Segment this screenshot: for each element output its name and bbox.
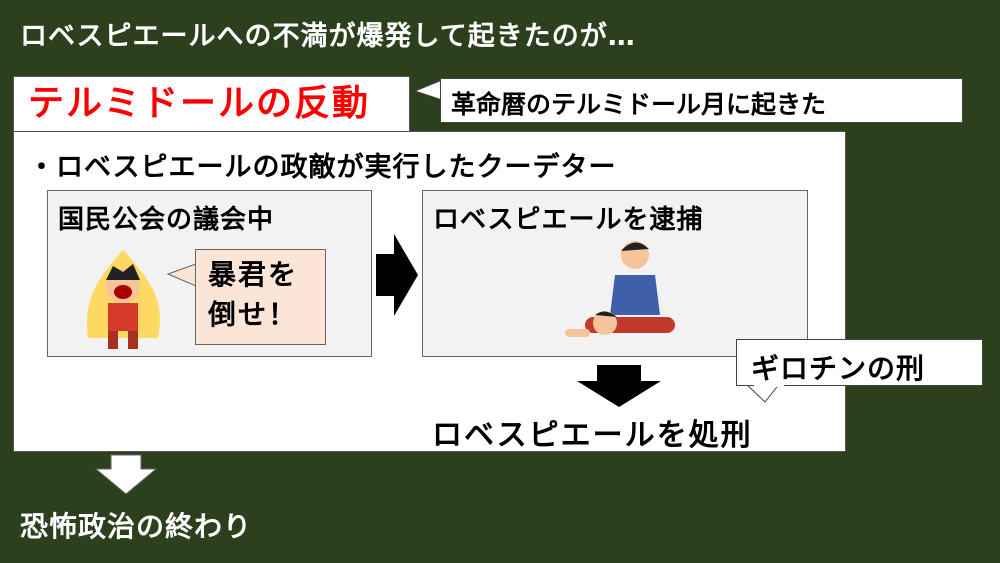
speech-bubble: 暴君を 倒せ！ [195,249,326,345]
conclusion-text: 恐怖政治の終わり [20,510,253,543]
speech-line-2: 倒せ！ [208,298,299,331]
step1-heading: 国民公会の議会中 [58,205,275,235]
step2-panel: ロベスピエールを逮捕 [422,190,808,357]
guillotine-callout: ギロチンの刑 [736,339,983,386]
guillotine-text: ギロチンの刑 [751,352,926,385]
arrest-illustration [565,241,675,337]
result-text: ロベスピエールを処刑 [432,418,753,453]
title-note-callout: 革命暦のテルミドール月に起きた [440,78,963,123]
title-text: テルミドールの反動 [28,83,371,124]
pointer-mask [754,384,784,387]
speech-line-1: 暴君を [208,258,299,291]
angry-man-illustration [87,250,160,349]
slide-headline: ロベスピエールへの不満が爆発して起きたのが… [20,21,636,52]
step2-heading: ロベスピエールを逮捕 [433,205,704,235]
bullet-text: ・ロベスピエールの政敵が実行したクーデター [28,152,617,183]
right-arrow-icon [376,234,418,316]
title-box: テルミドールの反動 [13,76,410,132]
title-note-text: 革命暦のテルミドール月に起きた [451,90,827,119]
down-arrow-icon [577,365,661,407]
speech-pointer [166,263,197,287]
down-arrow-outline-icon [94,454,158,495]
